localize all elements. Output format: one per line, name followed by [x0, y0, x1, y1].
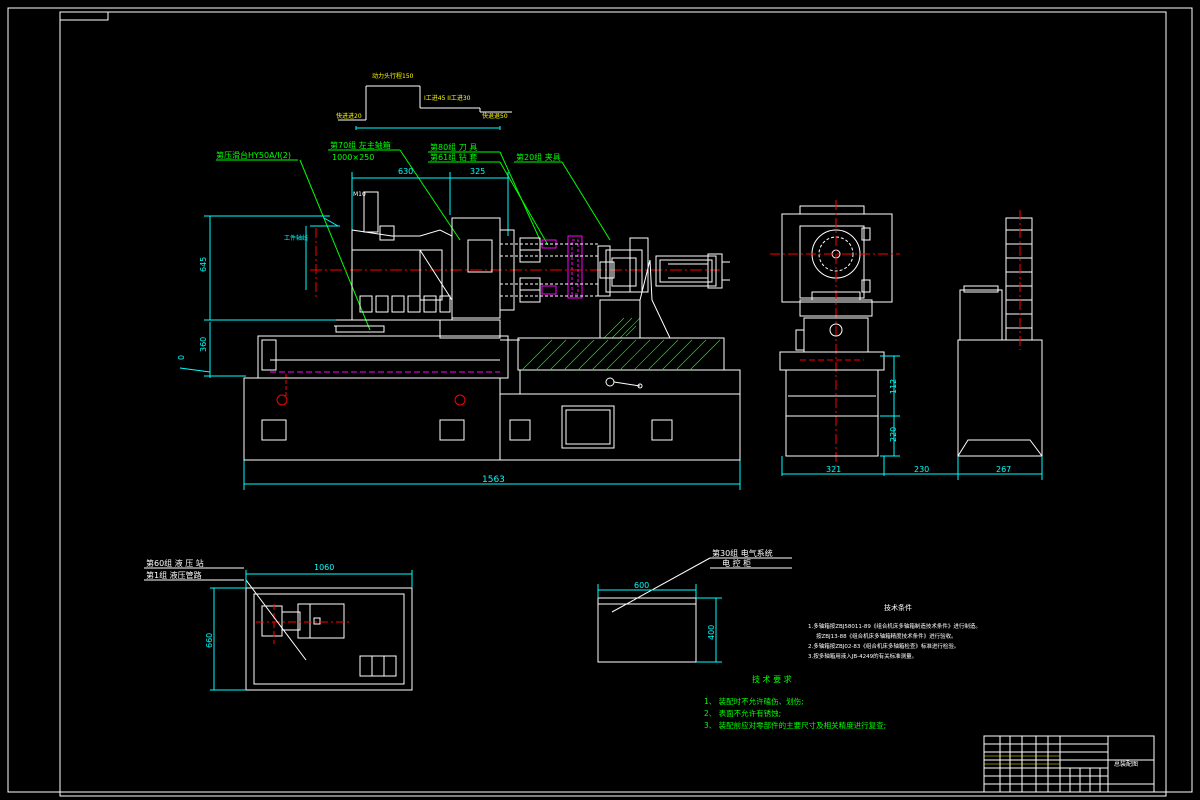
graph-label-mid: I工进45 II工进30	[424, 94, 471, 102]
dim-1060: 1060	[314, 563, 334, 572]
tech-condition-line-2: 按ZBJ13-88《组合机床多轴箱精度技术条件》进行验收。	[816, 632, 957, 640]
label-m10: M10	[353, 191, 366, 198]
leader-hydraulic-slide	[299, 159, 371, 331]
corner-tab	[59, 11, 109, 21]
electrical-cabinet	[597, 557, 722, 663]
outer-border	[7, 7, 1193, 793]
leader-spindle-box	[399, 149, 461, 241]
label-hydraulic-station: 第60组 液 压 站	[146, 558, 204, 568]
label-hydraulic-piping: 第1组 液压管路	[146, 570, 202, 580]
side-view	[770, 200, 959, 480]
tech-requirement-line-3: 3、 装配前应对零部件的主要尺寸及相关精度进行复查;	[704, 720, 886, 730]
hydraulic-station-side	[957, 210, 1043, 480]
label-electrical-system: 第30组 电气系统	[712, 548, 773, 558]
dim-600: 600	[634, 581, 649, 590]
dim-630: 630	[398, 167, 413, 176]
dim-321: 321	[826, 465, 841, 474]
title-block-drawing-name: 总装配图	[1114, 760, 1138, 768]
dim-230: 230	[914, 465, 929, 474]
tech-condition-line-4: 3.按多轴箱用液入JB-4249的有关标准测量。	[808, 652, 917, 660]
inner-frame	[59, 11, 1167, 797]
stroke-graph	[338, 85, 512, 130]
label-spindle-box-size: 1000×250	[332, 153, 374, 162]
main-machine-view	[179, 172, 741, 490]
label-workpiece-axis: 工件轴线	[284, 234, 308, 242]
tech-requirement-line-1: 1、 装配时不允许磕伤、划伤;	[704, 696, 804, 706]
label-fixture: 第20组 夹具	[516, 152, 561, 162]
hydraulic-station-plan	[210, 570, 413, 691]
graph-label-top: 动力头行程150	[372, 72, 414, 80]
dim-220: 220	[889, 427, 898, 442]
leader-drill-bush	[499, 161, 549, 246]
graph-label-right: 快退退50	[482, 112, 508, 120]
tech-requirements-title: 技 术 要 求	[752, 674, 792, 684]
graph-label-left: 快进进20	[336, 112, 362, 120]
dim-112: 112	[889, 379, 898, 394]
tech-condition-line-1: 1.多轴箱按ZBJ58011-89《组合机床多轴箱制造技术条件》进行制造。	[808, 622, 981, 630]
dim-267: 267	[996, 465, 1011, 474]
label-spindle-box: 第70组 左主轴箱	[330, 140, 391, 150]
dim-660: 660	[205, 633, 214, 648]
tech-condition-line-3: 2.多轴箱按ZBJ02-83《组合机床多轴箱检查》标准进行检验。	[808, 642, 959, 650]
label-control-cabinet: 电 控 柜	[722, 558, 751, 568]
tech-requirement-line-2: 2、 表面不允许有锈蚀;	[704, 708, 781, 718]
dim-0: 0	[177, 355, 186, 360]
title-block	[983, 735, 1155, 793]
dim-360: 360	[199, 337, 208, 352]
label-drill-bush: 第61组 钻 套	[430, 152, 477, 162]
leader-fixture	[561, 161, 611, 241]
tech-conditions-title: 技术条件	[884, 603, 912, 612]
dim-400: 400	[707, 625, 716, 640]
dim-1563: 1563	[482, 475, 505, 485]
dim-645: 645	[199, 257, 208, 272]
label-hydraulic-slide: 第压滑台HY50A/I(2)	[216, 150, 291, 160]
label-tool: 第80组 刀 具	[430, 142, 477, 152]
dim-325: 325	[470, 167, 485, 176]
